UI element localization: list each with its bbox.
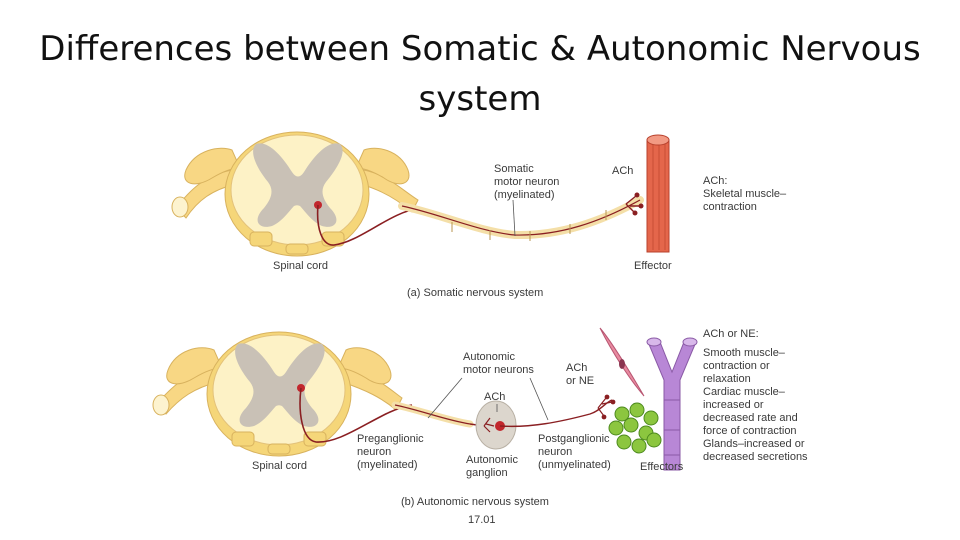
- label-line: Spinal cord: [252, 460, 308, 472]
- autonomic-ganglion-label: Autonomic ganglion: [466, 454, 518, 480]
- postganglionic-label: Postganglionic neuron (unmyelinated): [538, 433, 611, 472]
- label-line: relaxation: [703, 373, 751, 385]
- autonomic-pre-nt-label: ACh: [484, 391, 505, 404]
- label-line: Effectors: [640, 461, 684, 473]
- label-line: motor neurons: [463, 364, 534, 376]
- effectors-label: Effectors: [640, 461, 683, 474]
- title-line-1: Differences between Somatic & Autonomic …: [39, 29, 921, 69]
- label-line: or NE: [566, 375, 595, 387]
- label-line: (unmyelinated): [538, 459, 611, 471]
- autonomic-label-leaders: [427, 377, 549, 421]
- autonomic-spinal-cord-label: Spinal cord: [252, 460, 307, 473]
- smooth-muscle-cell: [599, 327, 645, 397]
- preganglionic-neuron: [297, 384, 485, 443]
- label-line: Autonomic: [463, 351, 515, 363]
- label-line: Preganglionic: [357, 433, 424, 445]
- label-line: ACh: [484, 391, 506, 403]
- somatic-label-leader: [512, 199, 516, 237]
- cardiac-muscle: [646, 337, 698, 471]
- somatic-motor-neuron-label: Somatic motor neuron (myelinated): [494, 163, 559, 202]
- spinal-cord-cross-section-autonomic: [152, 331, 403, 457]
- somatic-effect-label: ACh: Skeletal muscle– contraction: [703, 175, 786, 214]
- label-line: (myelinated): [357, 459, 418, 471]
- label-line: Glands–increased or: [703, 438, 805, 450]
- label-line: Spinal cord: [273, 260, 329, 272]
- label-line: ACh: [566, 362, 588, 374]
- spinal-cord-cross-section-somatic: [171, 131, 419, 257]
- label-line: neuron: [538, 446, 573, 458]
- label-line: Skeletal muscle–: [703, 188, 787, 200]
- label-line: Somatic: [494, 163, 534, 175]
- label-line: motor neuron: [494, 176, 560, 188]
- label-line: contraction or: [703, 360, 770, 372]
- label-line: 17.01: [468, 514, 496, 526]
- gland-cells: [608, 402, 662, 454]
- autonomic-post-nt-label: ACh or NE: [566, 362, 594, 388]
- label-line: Smooth muscle–: [703, 347, 785, 359]
- label-line: (myelinated): [494, 189, 555, 201]
- autonomic-caption: (b) Autonomic nervous system: [401, 496, 549, 509]
- label-line: Cardiac muscle–: [703, 386, 785, 398]
- label-line: neuron: [357, 446, 392, 458]
- label-line: increased or: [703, 399, 764, 411]
- somatic-nt-label: ACh: [612, 165, 633, 178]
- label-line: (a) Somatic nervous system: [407, 287, 544, 299]
- label-line: Effector: [634, 260, 672, 272]
- preganglionic-label: Preganglionic neuron (myelinated): [357, 433, 424, 472]
- autonomic-ganglion: [475, 400, 517, 450]
- label-line: force of contraction: [703, 425, 797, 437]
- label-line: (b) Autonomic nervous system: [401, 496, 549, 508]
- label-line: contraction: [703, 201, 757, 213]
- title-line-2: system: [418, 79, 542, 119]
- label-line: ACh: [612, 165, 634, 177]
- label-line: ACh or NE:: [703, 328, 759, 340]
- skeletal-muscle-fiber: [646, 134, 670, 253]
- somatic-spinal-cord-label: Spinal cord: [273, 260, 328, 273]
- label-line: decreased secretions: [703, 451, 808, 463]
- label-line: ACh:: [703, 175, 728, 187]
- label-line: ganglion: [466, 467, 508, 479]
- figure-number: 17.01: [468, 514, 496, 527]
- autonomic-effect-label: ACh or NE: Smooth muscle– contraction or…: [703, 328, 808, 464]
- somatic-effector-label: Effector: [634, 260, 672, 273]
- somatic-caption: (a) Somatic nervous system: [407, 287, 543, 300]
- slide-title: Differences between Somatic & Autonomic …: [0, 24, 960, 124]
- autonomic-motor-neurons-label: Autonomic motor neurons: [463, 351, 534, 377]
- label-line: decreased rate and: [703, 412, 798, 424]
- label-line: Postganglionic: [538, 433, 610, 445]
- label-line: Autonomic: [466, 454, 518, 466]
- postganglionic-neuron: [499, 394, 616, 428]
